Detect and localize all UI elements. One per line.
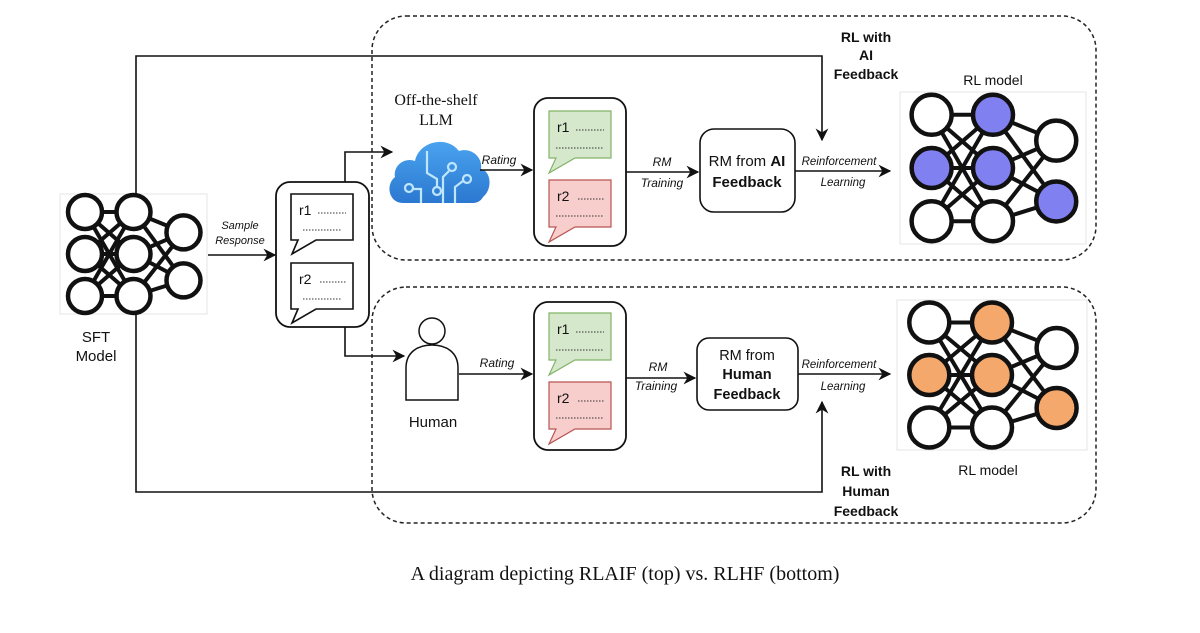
top-reward-model-box <box>699 128 796 213</box>
top-rejected-bubble-r2: r2 <box>547 179 612 244</box>
branch-arrow-to-llm <box>344 145 394 182</box>
sample-response-label-line1: Sample <box>221 220 258 232</box>
bottom-r2-label: r2 <box>557 390 570 406</box>
top-rm-training-label-line1: RM <box>653 155 672 169</box>
response-bubble-r1: r1 <box>290 193 354 256</box>
bottom-reward-model-label-line2: Human <box>722 367 771 383</box>
bottom-rl-model-label: RL model <box>958 462 1017 478</box>
bottom-rating-label: Rating <box>480 356 515 370</box>
top-r2-label: r2 <box>557 188 570 204</box>
top-rm-training-label-line2: Training <box>641 176 684 190</box>
network-node <box>164 213 203 252</box>
bottom-rl-label-line1: Reinforcement <box>802 359 878 371</box>
rlhf-rl-model-network <box>896 299 1088 451</box>
bottom-reward-model-label-line1: RM from <box>719 348 775 364</box>
rlaif-loop-label-line3: Feedback <box>834 66 899 82</box>
top-rl-model-label: RL model <box>963 72 1022 88</box>
top-rating-label: Rating <box>482 153 517 167</box>
llm-label-line2: LLM <box>419 112 453 129</box>
network-node <box>969 405 1015 450</box>
rlaif-loop-label-line2: AI <box>859 47 873 63</box>
bottom-r1-label: r1 <box>557 321 570 337</box>
network-node <box>907 405 952 450</box>
bottom-preferred-bubble-r1: r1 <box>547 312 612 377</box>
top-rl-label-line2: Learning <box>821 177 866 189</box>
top-reward-model-label-line2: Feedback <box>712 174 782 191</box>
response-r2-label: r2 <box>299 271 312 287</box>
rlhf-group-container <box>371 286 1097 524</box>
bottom-rm-training-label-line1: RM <box>649 360 668 374</box>
network-node <box>114 276 153 316</box>
rlaif-loop-line <box>135 55 829 197</box>
llm-label-line1: Off-the-shelf <box>394 92 478 109</box>
network-node <box>65 192 105 232</box>
bottom-rm-training-label-line2: Training <box>635 379 678 393</box>
response-r1-label: r1 <box>299 202 312 218</box>
rlhf-loop-label-line2: Human <box>842 483 889 499</box>
network-node-highlighted <box>969 300 1015 345</box>
sft-model-label-line1: SFT <box>82 329 110 346</box>
network-node-highlighted <box>1034 385 1079 431</box>
response-bubble-r2: r2 <box>290 262 354 325</box>
network-node-highlighted <box>909 145 954 191</box>
bottom-rejected-bubble-r2: r2 <box>547 381 612 446</box>
cloud-circuit-icon <box>389 141 490 203</box>
network-node <box>1033 118 1079 163</box>
rlhf-loop-label-line3: Feedback <box>834 503 899 519</box>
top-reward-model-label-line1: RM from AI <box>709 153 786 170</box>
rlaif-loop-label-line1: RL with <box>841 29 891 45</box>
bottom-rl-label-line2: Learning <box>821 381 866 393</box>
network-node-highlighted <box>1033 179 1079 224</box>
network-node <box>114 234 153 274</box>
sample-response-label-line2: Response <box>215 235 265 247</box>
network-node-highlighted <box>969 352 1015 398</box>
network-node <box>970 198 1016 244</box>
top-rm-prefix: RM from <box>709 153 771 170</box>
sft-model-label-line2: Model <box>76 348 117 365</box>
network-node <box>907 300 952 345</box>
figure-caption: A diagram depicting RLAIF (top) vs. RLHF… <box>411 563 840 585</box>
network-node <box>114 192 153 232</box>
network-node <box>65 234 105 274</box>
top-rm-bold: AI <box>770 153 785 170</box>
top-r1-label: r1 <box>557 119 570 135</box>
person-icon <box>405 317 459 401</box>
network-node-highlighted <box>970 92 1016 138</box>
network-node <box>1034 325 1079 371</box>
rlaif-rl-model-network <box>899 91 1087 245</box>
network-node-highlighted <box>907 352 952 398</box>
top-preferred-bubble-r1: r1 <box>547 110 612 175</box>
network-node <box>909 198 954 244</box>
network-node <box>65 276 105 316</box>
bottom-reward-model-label-line3: Feedback <box>714 387 782 403</box>
branch-arrow-to-human <box>344 327 406 363</box>
rlhf-loop-label-line1: RL with <box>841 463 891 479</box>
network-node <box>164 261 203 300</box>
network-node-highlighted <box>970 145 1016 191</box>
rlhf-loop-line <box>135 315 829 493</box>
sft-model-network <box>59 192 208 316</box>
network-node <box>909 92 954 138</box>
top-rl-label-line1: Reinforcement <box>802 156 878 168</box>
human-label: Human <box>409 414 457 431</box>
